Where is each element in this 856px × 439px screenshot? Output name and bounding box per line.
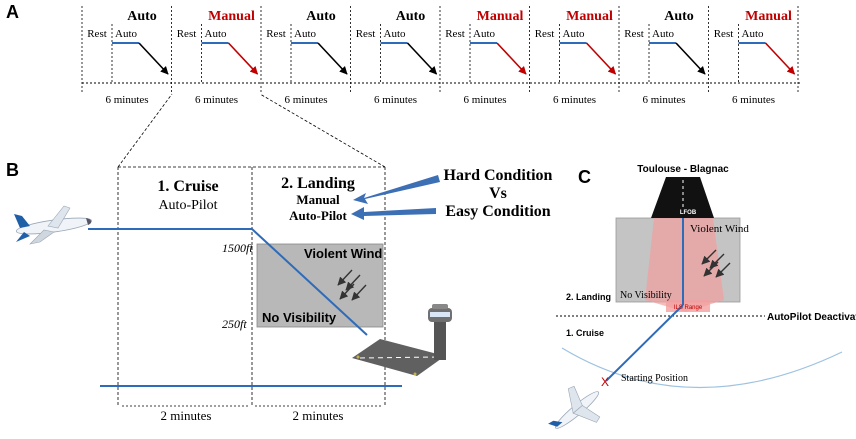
landing-c: 2. Landing xyxy=(566,292,611,302)
descent-arrow xyxy=(317,42,348,75)
session-duration: 6 minutes xyxy=(105,94,148,106)
panel-c-label: C xyxy=(578,167,591,187)
rest-label: Rest xyxy=(356,28,376,40)
cruise-c: 1. Cruise xyxy=(566,328,604,338)
cruise-duration: 2 minutes xyxy=(161,408,212,423)
no-visibility-label: No Visibility xyxy=(262,310,337,325)
session-duration: 6 minutes xyxy=(463,94,506,106)
approach-arc xyxy=(561,347,843,389)
altitude-250: 250ft xyxy=(222,317,247,331)
session-duration: 6 minutes xyxy=(374,94,417,106)
violent-wind-label: Violent Wind xyxy=(304,246,382,261)
auto-sub-label: Auto xyxy=(563,28,586,40)
descent-arrow xyxy=(675,42,706,75)
altitude-1500: 1500ft xyxy=(222,241,253,255)
landing-title: 2. Landing xyxy=(281,175,355,192)
auto-sub-label: Auto xyxy=(384,28,407,40)
landing-duration: 2 minutes xyxy=(293,408,344,423)
session-duration: 6 minutes xyxy=(195,94,238,106)
ils-range-label: ILS Range xyxy=(674,305,703,311)
no-visibility-c: No Visibility xyxy=(620,290,672,301)
panel-b-flight-profile: B xyxy=(6,93,553,423)
session-duration: 6 minutes xyxy=(553,94,596,106)
autopilot-deactivation-label: AutoPilot Deactivation* xyxy=(767,312,856,323)
auto-sub-label: Auto xyxy=(742,28,765,40)
starting-position-label: Starting Position xyxy=(621,373,688,384)
landing-autopilot: Auto-Pilot xyxy=(289,208,347,223)
airplane-c-icon xyxy=(548,385,601,429)
auto-sub-label: Auto xyxy=(473,28,496,40)
easy-condition-label: Easy Condition xyxy=(445,203,550,220)
descent-arrow xyxy=(227,42,259,75)
runway-top-icon xyxy=(651,177,714,218)
wind-arrows-icon xyxy=(337,269,367,301)
rest-label: Rest xyxy=(535,28,555,40)
auto-sub-label: Auto xyxy=(652,28,675,40)
session-mode-label: Manual xyxy=(477,9,524,24)
session-duration: 6 minutes xyxy=(284,94,327,106)
session-mode-label: Auto xyxy=(664,9,694,24)
rest-label: Rest xyxy=(624,28,644,40)
violent-wind-c: Violent Wind xyxy=(690,223,749,235)
session-mode-label: Auto xyxy=(306,9,336,24)
rest-label: Rest xyxy=(87,28,107,40)
landing-manual: Manual xyxy=(296,192,340,207)
auto-sub-label: Auto xyxy=(115,28,138,40)
rest-label: Rest xyxy=(266,28,286,40)
session-duration: 6 minutes xyxy=(732,94,775,106)
zoom-line-left xyxy=(117,93,173,168)
auto-sub-label: Auto xyxy=(294,28,317,40)
panel-a-label: A xyxy=(6,2,19,22)
control-tower-icon xyxy=(428,304,452,360)
cruise-title: 1. Cruise xyxy=(157,178,218,195)
descent-path xyxy=(251,228,368,336)
descent-arrow xyxy=(496,42,527,75)
session-duration: 6 minutes xyxy=(642,94,685,106)
descent-arrow xyxy=(764,42,796,75)
auto-sub-label: Auto xyxy=(205,28,228,40)
session-mode-label: Manual xyxy=(566,9,613,24)
zoom-line-right xyxy=(259,93,386,168)
session-mode-label: Auto xyxy=(127,9,157,24)
ils-range-box xyxy=(666,300,710,312)
approach-path xyxy=(605,304,684,382)
ils-cone xyxy=(645,218,724,312)
airport-name: Toulouse - Blagnac xyxy=(637,164,729,175)
easy-condition-arrow xyxy=(351,207,436,220)
rest-label: Rest xyxy=(714,28,734,40)
wind-arrows-c-icon xyxy=(701,249,731,278)
descent-arrow xyxy=(138,42,169,75)
hard-condition-label: Hard Condition xyxy=(444,167,553,184)
vs-label: Vs xyxy=(489,185,507,202)
session-mode-label: Manual xyxy=(745,9,792,24)
start-marker: X xyxy=(601,375,609,389)
panel-c-top-view: C Toulouse - Blagnac xyxy=(548,164,856,429)
cruise-subtitle: Auto-Pilot xyxy=(158,198,217,213)
descent-arrow xyxy=(585,42,617,75)
descent-arrow xyxy=(406,42,438,75)
conditions-box xyxy=(256,243,384,328)
airplane-icon xyxy=(14,205,93,245)
rest-label: Rest xyxy=(177,28,197,40)
panel-b-label: B xyxy=(6,160,19,180)
hard-condition-arrow xyxy=(353,175,440,204)
runway-code: LFOB xyxy=(680,210,697,216)
session-mode-label: Auto xyxy=(396,9,426,24)
runway-icon xyxy=(352,339,445,376)
rest-label: Rest xyxy=(445,28,465,40)
session-mode-label: Manual xyxy=(208,9,255,24)
